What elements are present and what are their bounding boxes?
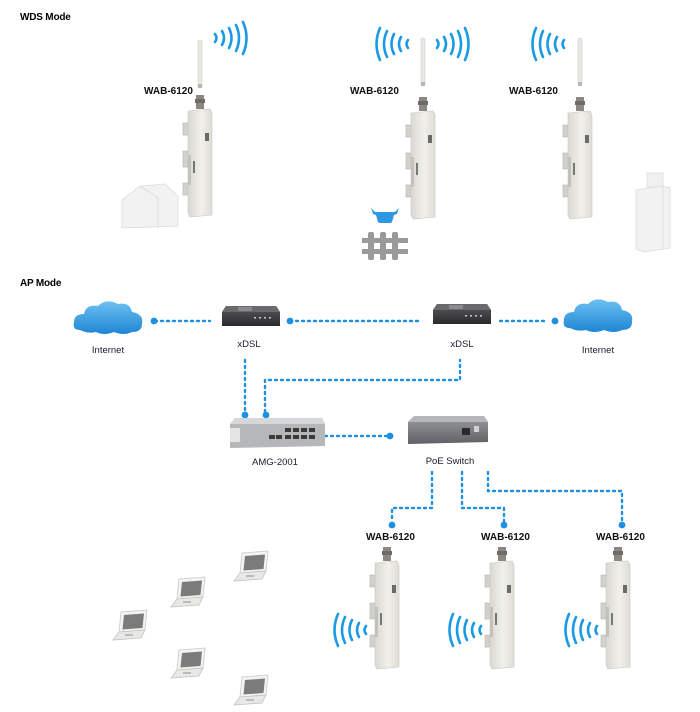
internet-right-cloud-icon bbox=[563, 299, 633, 332]
access-point-icon bbox=[405, 96, 436, 220]
wifi-signal-icon bbox=[531, 26, 566, 62]
cow-icon bbox=[371, 207, 399, 223]
access-point-icon bbox=[369, 546, 400, 670]
ap-device-2 bbox=[448, 546, 515, 670]
internet-right-label: Internet bbox=[581, 345, 615, 356]
ap-device-3-label: WAB-6120 bbox=[596, 532, 645, 543]
wds-device-1-label: WAB-6120 bbox=[144, 86, 193, 97]
ap-device-2-label: WAB-6120 bbox=[481, 532, 530, 543]
xdsl-left-modem-icon bbox=[222, 306, 280, 326]
link-endpoints bbox=[150, 317, 626, 529]
network-links bbox=[153, 319, 624, 524]
gateway-icon bbox=[230, 418, 325, 448]
wifi-signal-icon bbox=[333, 612, 368, 648]
xdsl-left-label: xDSL bbox=[237, 339, 261, 350]
wifi-signal-right-icon bbox=[435, 26, 470, 62]
link-switch-ap2 bbox=[460, 470, 506, 524]
internet-left-label: Internet bbox=[91, 345, 125, 356]
antenna-icon bbox=[420, 37, 426, 87]
link-switch-ap1 bbox=[390, 470, 434, 524]
internet-left-cloud-icon bbox=[73, 301, 143, 334]
laptop-icon bbox=[112, 609, 148, 641]
building-icon bbox=[635, 172, 671, 253]
wds-device-2-label: WAB-6120 bbox=[350, 86, 399, 97]
wds-device-2 bbox=[375, 26, 470, 220]
laptop-icon bbox=[233, 674, 269, 706]
wifi-signal-left-icon bbox=[375, 26, 410, 62]
access-point-icon bbox=[600, 546, 631, 670]
link-xdsl-right-gateway bbox=[263, 358, 462, 414]
xdsl-right-label: xDSL bbox=[450, 339, 474, 350]
wds-mode-title: WDS Mode bbox=[20, 12, 71, 23]
xdsl-right-modem-icon bbox=[433, 304, 491, 324]
wifi-signal-icon bbox=[448, 612, 483, 648]
laptop-icon bbox=[170, 576, 206, 608]
ap-device-1 bbox=[333, 546, 400, 670]
gateway-label: AMG-2001 bbox=[252, 457, 298, 468]
laptop-icon bbox=[233, 550, 269, 582]
laptop-icon bbox=[170, 647, 206, 679]
access-point-icon bbox=[562, 96, 593, 220]
access-point-icon bbox=[484, 546, 515, 670]
wds-device-3-label: WAB-6120 bbox=[509, 86, 558, 97]
wifi-signal-icon bbox=[564, 612, 599, 648]
ap-device-3 bbox=[564, 546, 631, 670]
link-switch-ap3 bbox=[486, 470, 624, 524]
wds-device-1 bbox=[182, 20, 248, 218]
antenna-icon bbox=[577, 37, 583, 87]
wds-device-3 bbox=[531, 26, 593, 220]
poe-switch-label: PoE Switch bbox=[425, 456, 475, 467]
ap-device-1-label: WAB-6120 bbox=[366, 532, 415, 543]
house-icon bbox=[121, 183, 179, 229]
antenna-icon bbox=[197, 39, 203, 89]
poe-switch-icon bbox=[408, 416, 488, 444]
fence-icon bbox=[362, 232, 408, 260]
wifi-signal-icon bbox=[213, 20, 248, 56]
access-point-icon bbox=[182, 94, 213, 218]
ap-mode-title: AP Mode bbox=[20, 278, 62, 289]
